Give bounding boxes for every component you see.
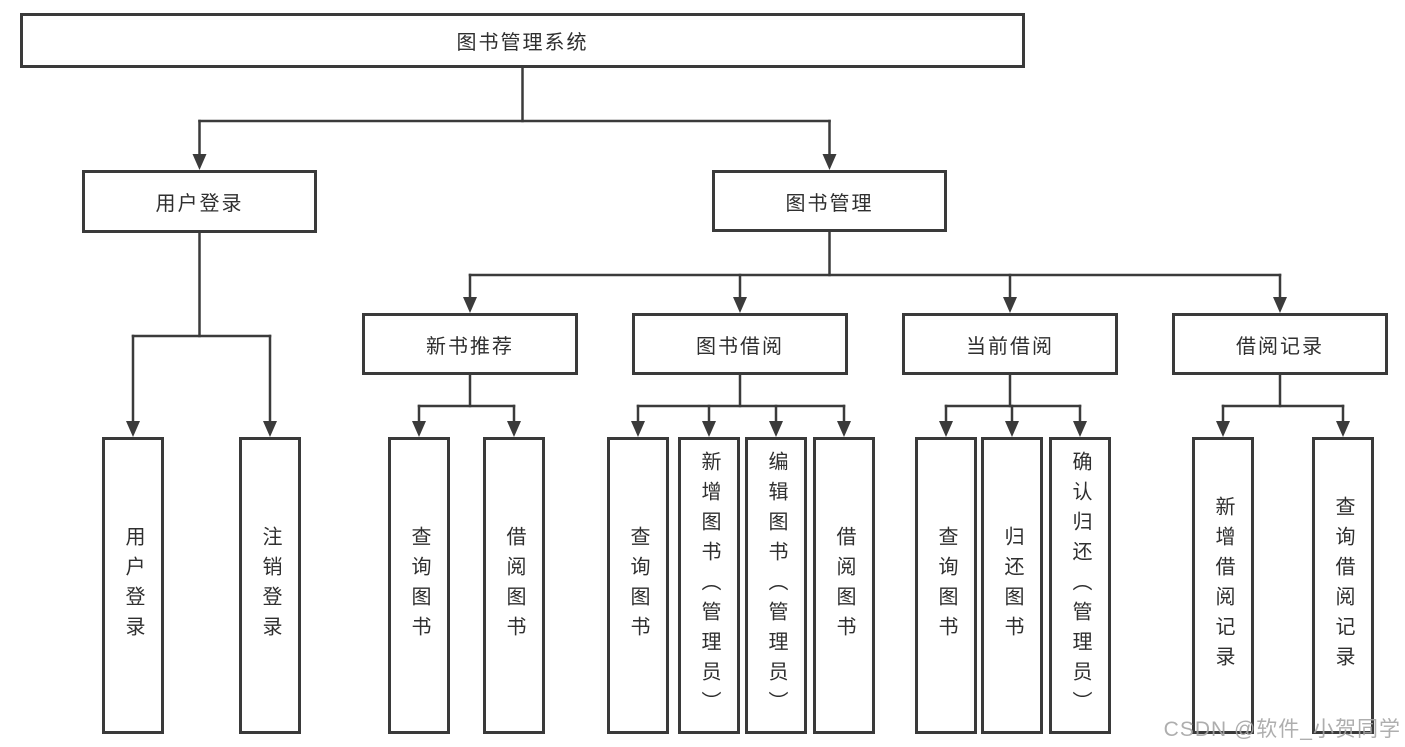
leaf-query-borrow-record-label: 查询借阅记录: [1332, 495, 1354, 676]
node-book-management-branch: 图书管理: [712, 170, 947, 232]
leaf-edit-books-admin-label: 编辑图书（管理员）: [765, 450, 787, 721]
node-borrowing-records: 借阅记录: [1172, 313, 1388, 375]
leaf-borrow-books: 借阅图书: [813, 437, 875, 734]
leaf-user-login: 用户登录: [102, 437, 164, 734]
node-book-borrowing: 图书借阅: [632, 313, 848, 375]
leaf-add-books-admin: 新增图书（管理员）: [678, 437, 740, 734]
csdn-watermark: CSDN @软件_小贺同学: [1163, 718, 1401, 741]
leaf-query-books-current: 查询图书: [915, 437, 977, 734]
leaf-logout: 注销登录: [239, 437, 301, 734]
leaf-query-books-recommend-label: 查询图书: [408, 525, 430, 646]
leaf-confirm-return-admin: 确认归还（管理员）: [1049, 437, 1111, 734]
leaf-user-login-label: 用户登录: [122, 525, 144, 646]
node-new-book-recommend: 新书推荐: [362, 313, 578, 375]
leaf-query-books-recommend: 查询图书: [388, 437, 450, 734]
node-user-login-branch: 用户登录: [82, 170, 317, 233]
node-current-borrowing: 当前借阅: [902, 313, 1118, 375]
leaf-confirm-return-admin-label: 确认归还（管理员）: [1069, 450, 1091, 721]
node-root-system: 图书管理系统: [20, 13, 1025, 68]
leaf-query-books-borrowing: 查询图书: [607, 437, 669, 734]
arrowheads: [126, 154, 1350, 437]
leaf-add-books-admin-label: 新增图书（管理员）: [698, 450, 720, 721]
leaf-edit-books-admin: 编辑图书（管理员）: [745, 437, 807, 734]
leaf-borrow-books-recommend: 借阅图书: [483, 437, 545, 734]
leaf-add-borrow-record: 新增借阅记录: [1192, 437, 1254, 734]
leaf-borrow-books-recommend-label: 借阅图书: [503, 525, 525, 646]
leaf-query-books-borrowing-label: 查询图书: [627, 525, 649, 646]
leaf-add-borrow-record-label: 新增借阅记录: [1212, 495, 1234, 676]
leaf-borrow-books-label: 借阅图书: [833, 525, 855, 646]
leaf-return-books-label: 归还图书: [1001, 525, 1023, 646]
leaf-query-books-current-label: 查询图书: [935, 525, 957, 646]
leaf-return-books: 归还图书: [981, 437, 1043, 734]
leaf-logout-label: 注销登录: [259, 525, 281, 646]
leaf-query-borrow-record: 查询借阅记录: [1312, 437, 1374, 734]
